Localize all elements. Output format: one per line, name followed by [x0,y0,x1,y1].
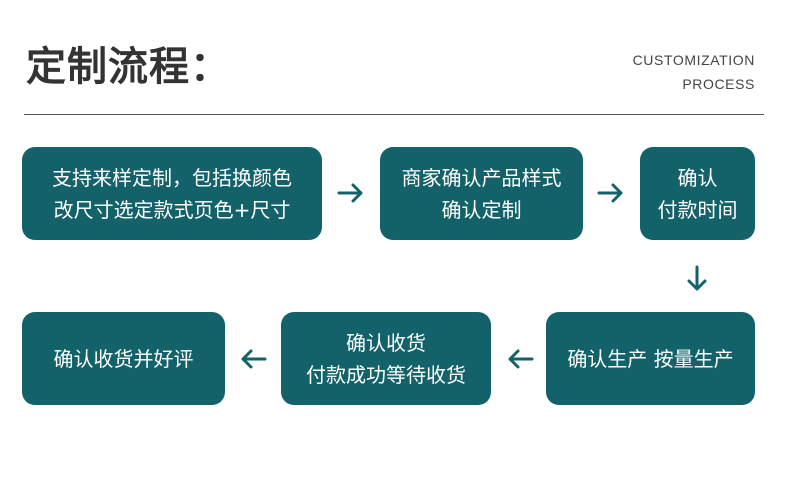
arrow-right-icon [335,177,367,209]
step-1-line-2: 改尺寸选定款式页色+尺寸 [53,197,291,222]
step-3-line-1: 确认 [677,165,718,190]
step-4-box: 确认生产 按量生产 [546,312,755,405]
arrow-left-icon [504,343,536,375]
step-3-box: 确认 付款时间 [640,147,755,240]
step-5-line-2: 付款成功等待收货 [306,362,466,387]
step-2-box: 商家确认产品样式 确认定制 [380,147,583,240]
step-4-line-1: 确认生产 按量生产 [567,346,734,371]
step-6-line-1: 确认收货并好评 [53,346,194,371]
step-2-line-1: 商家确认产品样式 [401,165,562,190]
arrow-right-icon [595,177,627,209]
step-1-box: 支持来样定制，包括换颜色 改尺寸选定款式页色+尺寸 [22,147,322,240]
step-2-line-2: 确认定制 [441,197,522,222]
step-5-box: 确认收货 付款成功等待收货 [281,312,491,405]
arrow-left-icon [237,343,269,375]
step-5-line-1: 确认收货 [346,330,426,355]
step-6-box: 确认收货并好评 [22,312,225,405]
arrow-down-icon [681,263,713,295]
subtitle-line-1: CUSTOMIZATION [632,52,755,68]
step-3-line-2: 付款时间 [657,197,738,222]
subtitle-line-2: PROCESS [682,76,755,92]
page-subtitle: CUSTOMIZATION PROCESS [633,48,755,96]
step-1-line-1: 支持来样定制，包括换颜色 [52,165,292,190]
page-title: 定制流程： [26,44,231,90]
header-divider [24,114,764,115]
